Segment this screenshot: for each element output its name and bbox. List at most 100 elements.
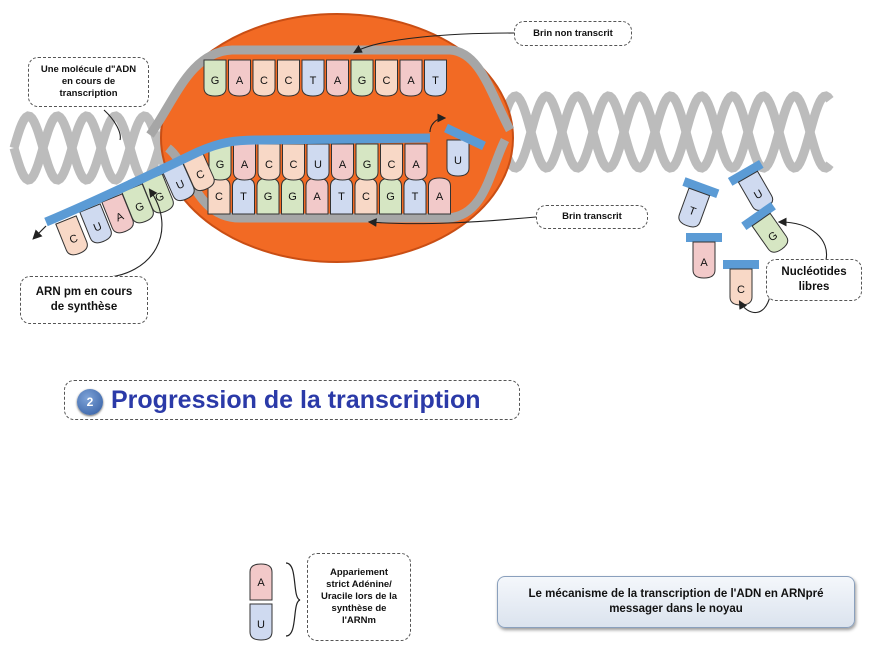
pair-nucleotide-top-body bbox=[249, 563, 273, 601]
free-nucleotide-tag-body bbox=[692, 241, 716, 279]
bottom-nucleotide: C bbox=[354, 177, 378, 215]
dna-helix-left bbox=[9, 111, 176, 185]
label-app-line-2: strict Adénine/ bbox=[326, 579, 392, 590]
rna-inside-nucleotide: A bbox=[404, 143, 428, 181]
label-nucleotides-libres: Nucléotides libres bbox=[766, 259, 862, 301]
rna-outside-nucleotide: C bbox=[55, 215, 88, 256]
caption-text: Le mécanisme de la transcription de l'AD… bbox=[529, 587, 824, 617]
rna-outside-nucleotide-letter: C bbox=[68, 232, 80, 246]
free-nucleotide: T bbox=[678, 177, 720, 228]
top-nucleotide: C bbox=[277, 59, 300, 97]
rna-inside-nucleotide-letter: A bbox=[412, 159, 420, 171]
pair-nucleotide-top-letter: A bbox=[257, 577, 265, 589]
label-nucleotides-line-2: libres bbox=[798, 281, 830, 293]
step-title: Progression de la transcription bbox=[111, 386, 481, 414]
free-nucleotide: G bbox=[741, 201, 789, 253]
arrow-nucleotides-g bbox=[777, 217, 828, 261]
label-arn-synthese: ARN pm en cours de synthèse bbox=[20, 276, 148, 324]
rna-inside-nucleotide-body bbox=[233, 143, 256, 181]
top-nucleotide: C bbox=[252, 59, 276, 97]
rna-extra-nucleotide-letter: U bbox=[454, 155, 462, 167]
top-nucleotide: C bbox=[375, 59, 398, 97]
free-nucleotide-tag-letter: T bbox=[687, 205, 698, 219]
rna-inside-nucleotide-letter: C bbox=[265, 159, 273, 171]
free-nucleotide-tag: T bbox=[678, 187, 711, 228]
rna-outside-nucleotide: A bbox=[101, 193, 134, 234]
label-brin-non-transcrit: Brin non transcrit bbox=[514, 21, 632, 46]
label-adn-line-3: transcription bbox=[59, 88, 118, 99]
arrow-brin-transcrit bbox=[367, 216, 537, 227]
step-title-box: 2 Progression de la transcription bbox=[64, 380, 520, 420]
top-nucleotide-letter: G bbox=[211, 75, 220, 87]
rna-inside-nucleotide-body bbox=[380, 143, 403, 181]
rna-inside-nucleotide: A bbox=[233, 143, 256, 181]
bottom-nucleotide: G bbox=[256, 177, 280, 215]
rna-inside-nucleotide: C bbox=[380, 143, 403, 181]
rna-inside-nucleotide-letter: G bbox=[363, 159, 372, 171]
rna-outside-nucleotide-letter: A bbox=[114, 210, 126, 224]
top-nucleotide-body bbox=[424, 59, 447, 97]
rna-backbone bbox=[44, 133, 431, 227]
bottom-nucleotide: T bbox=[403, 177, 427, 215]
rna-inside-nucleotide-letter: A bbox=[241, 159, 249, 171]
top-nucleotide-letter: C bbox=[285, 75, 293, 87]
top-nucleotide-body bbox=[277, 59, 300, 97]
helix-right-strand-1 bbox=[495, 91, 834, 173]
arrow-arn-synthese bbox=[99, 188, 163, 279]
rna-inside-nucleotide: G bbox=[355, 143, 379, 181]
bottom-nucleotide-letter: T bbox=[338, 191, 345, 203]
arrow-nucleotides-c bbox=[738, 295, 771, 314]
top-nucleotide-letter: T bbox=[432, 75, 439, 87]
rna-outside-nucleotide: G bbox=[121, 183, 154, 224]
label-adn-line-1: Une molécule d"ADN bbox=[40, 64, 137, 75]
rna-outside-nucleotide-letter: U bbox=[92, 220, 104, 234]
top-nucleotide: G bbox=[350, 59, 374, 97]
free-nucleotide-tag: C bbox=[729, 268, 753, 306]
free-nucleotide-tag-body bbox=[678, 187, 711, 228]
top-nucleotide-body bbox=[350, 59, 374, 97]
bottom-nucleotide-letter: C bbox=[362, 191, 370, 203]
rna-outside-nucleotide-body bbox=[101, 193, 134, 234]
label-brin-non-transcrit-text: Brin non transcrit bbox=[533, 27, 613, 39]
top-nucleotide-letter: A bbox=[236, 75, 244, 87]
rna-direction-arrow bbox=[32, 225, 47, 240]
label-brin-transcrit: Brin transcrit bbox=[536, 205, 648, 229]
top-nucleotide-letter: C bbox=[260, 75, 268, 87]
rna-extra-backbone bbox=[444, 123, 486, 151]
free-nucleotide-tag-letter: C bbox=[737, 284, 745, 296]
top-nucleotide-body bbox=[252, 59, 276, 97]
rna-inside-nucleotide: U bbox=[306, 143, 330, 181]
top-nucleotide-body bbox=[203, 59, 227, 97]
rna-exit-arrow bbox=[429, 113, 447, 133]
bottom-nucleotide-letter: C bbox=[215, 191, 223, 203]
top-nucleotide: A bbox=[399, 59, 423, 97]
rna-inside-nucleotide-letter: U bbox=[314, 159, 322, 171]
bottom-nucleotide-letter: A bbox=[313, 191, 321, 203]
label-brin-transcrit-text: Brin transcrit bbox=[562, 211, 622, 222]
label-app-line-3: Uracile lors de la bbox=[320, 591, 398, 602]
bottom-nucleotide-letter: G bbox=[264, 191, 273, 203]
bottom-nucleotide: A bbox=[305, 177, 329, 215]
caption-box: Le mécanisme de la transcription de l'AD… bbox=[497, 576, 855, 628]
rna-inside-nucleotide-body bbox=[331, 143, 354, 181]
rna-inside-nucleotide-body bbox=[257, 143, 281, 181]
label-appariement: Appariement strict Adénine/ Uracile lors… bbox=[307, 553, 411, 641]
bottom-nucleotide: T bbox=[232, 177, 255, 215]
free-nucleotide-tag: G bbox=[751, 212, 789, 253]
top-nucleotide-body bbox=[228, 59, 251, 97]
top-nucleotide-body bbox=[375, 59, 398, 97]
rna-inside-nucleotide-letter: C bbox=[388, 159, 396, 171]
pair-nucleotide-bottom: U bbox=[249, 603, 273, 641]
free-nucleotide-tag-body bbox=[751, 212, 789, 253]
rna-inside-nucleotide-letter: C bbox=[290, 159, 298, 171]
rna-inside-nucleotide: C bbox=[257, 143, 281, 181]
arrow-adn-molecule bbox=[103, 109, 121, 141]
caption-line-2: messager dans le noyau bbox=[609, 603, 743, 615]
top-nucleotide-body bbox=[326, 59, 349, 97]
rna-outside-nucleotide-body bbox=[79, 203, 112, 244]
pair-nucleotide-top: A bbox=[249, 563, 273, 601]
bottom-nucleotide-letter: T bbox=[240, 191, 247, 203]
